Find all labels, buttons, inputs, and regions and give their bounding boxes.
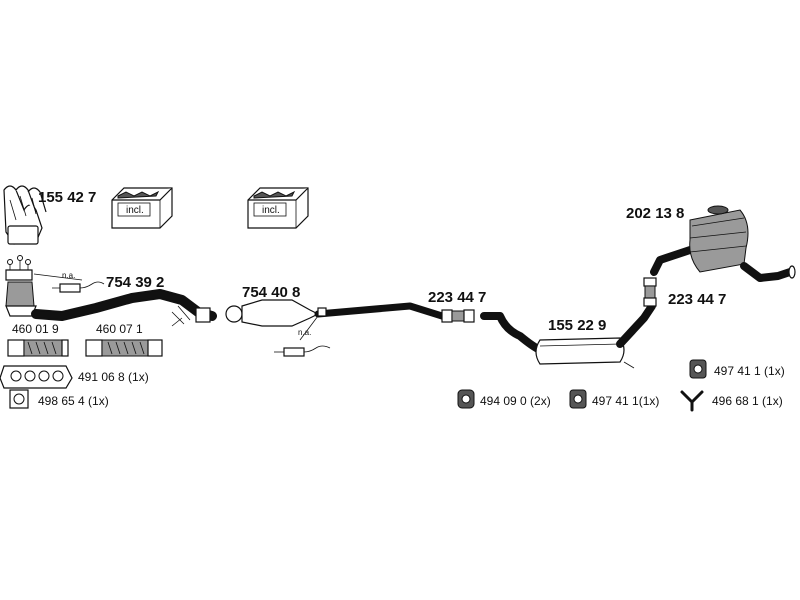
center-muffler: [480, 302, 656, 369]
joint-mid-part-number: 223 44 7: [428, 289, 486, 306]
joint-rear: [643, 277, 657, 307]
catalyst-converter: [225, 299, 446, 327]
incl-label-right: incl.: [262, 205, 280, 216]
incl-box-icon: [111, 187, 173, 229]
catalyst-part-number: 754 40 8: [242, 284, 300, 301]
front-pipe-part-number: 754 39 2: [106, 274, 164, 291]
ring-part-number: 494 09 0 (2x): [480, 394, 551, 408]
center-muffler-part-number: 155 22 9: [548, 317, 606, 334]
hanger-right-part-number: 497 41 1 (1x): [714, 364, 785, 378]
hanger-mid-part-number: 497 41 1(1x): [592, 394, 659, 408]
hanger-icon: [569, 389, 587, 409]
gasket-square-part-number: 498 65 4 (1x): [38, 394, 109, 408]
flex-pipe-icon: [85, 339, 163, 357]
joint-rear-part-number: 223 44 7: [668, 291, 726, 308]
manifold-part-number: 155 42 7: [38, 189, 96, 206]
lambda-sensor-icon: [274, 345, 331, 357]
manifold-icon: [3, 185, 47, 245]
gasket-manifold-part-number: 491 06 8 (1x): [78, 370, 149, 384]
na-note-left: n.a.: [62, 271, 75, 280]
square-gasket-icon: [9, 389, 29, 409]
incl-box-icon: [247, 187, 309, 229]
clamp-icon: [680, 390, 704, 412]
clamp-part-number: 496 68 1 (1x): [712, 394, 783, 408]
gasket-icon: [0, 365, 73, 389]
na-note-mid: n.a.: [298, 328, 311, 337]
incl-label-left: incl.: [126, 205, 144, 216]
flex-left-part-number: 460 01 9: [12, 322, 59, 336]
front-pipe: [31, 289, 217, 327]
primary-catalyst: [5, 255, 37, 317]
flex-right-part-number: 460 07 1: [96, 322, 143, 336]
lambda-sensor-icon: [52, 281, 105, 293]
rear-muffler: [650, 205, 796, 282]
joint-mid: [441, 309, 475, 323]
rear-muffler-part-number: 202 13 8: [626, 205, 684, 222]
ring-icon: [457, 389, 475, 409]
hanger-icon: [689, 359, 707, 379]
flex-pipe-icon: [7, 339, 69, 357]
